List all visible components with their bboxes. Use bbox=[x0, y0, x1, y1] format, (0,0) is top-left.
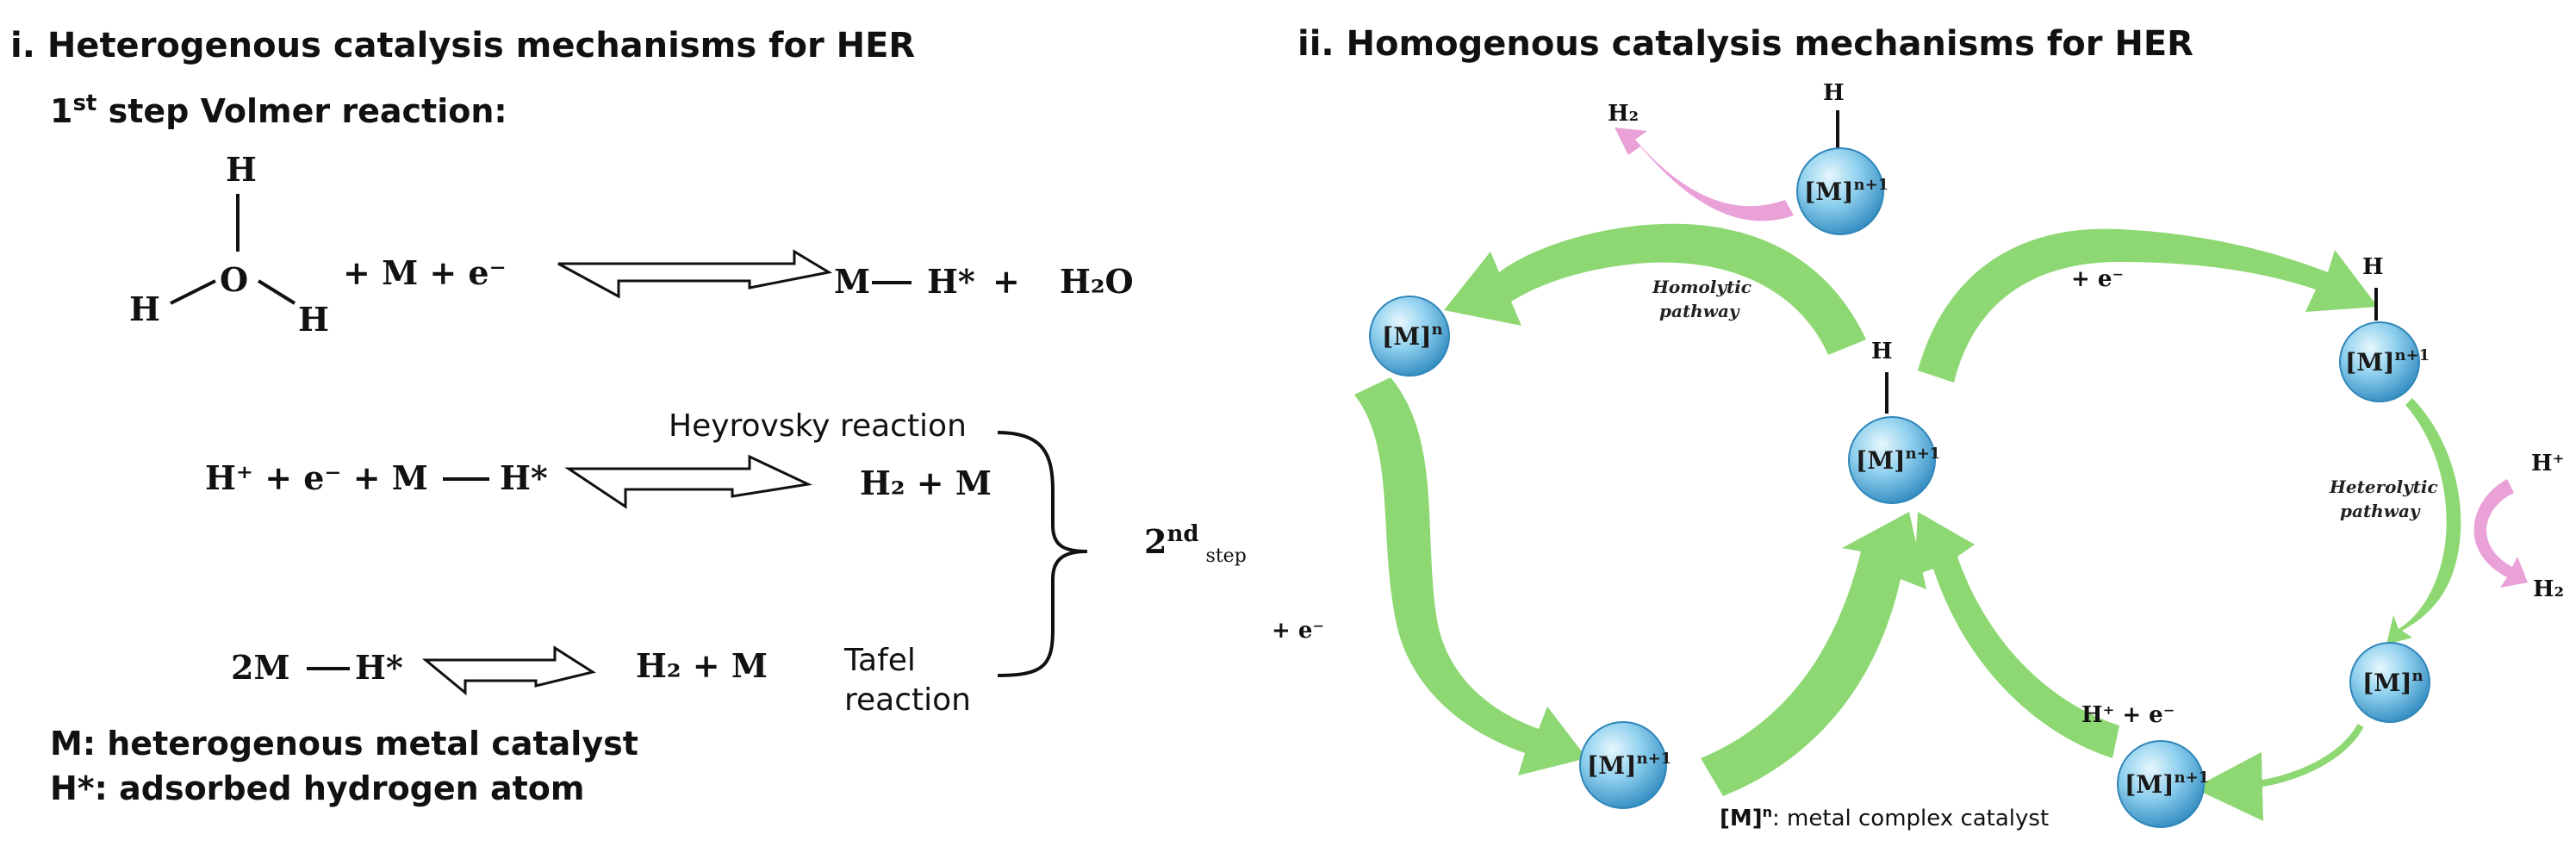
second-step-brace bbox=[997, 431, 1088, 677]
complex-center: H [M]n+1 bbox=[1848, 339, 1940, 504]
label-hplus-e: H⁺ + e⁻ bbox=[2081, 702, 2175, 728]
complex-top: H [M]n+1 bbox=[1796, 80, 1888, 235]
svg-text:[M]n: [M]n bbox=[1382, 321, 1443, 351]
heyrovsky-product: H₂ + M bbox=[860, 464, 992, 502]
label-heterolytic-1: Heterolytic bbox=[2329, 476, 2438, 497]
equilibrium-arrow-tafel bbox=[421, 645, 596, 696]
complex-bottom-right: [M]n+1 bbox=[2117, 740, 2209, 828]
legend-adsorbed-hydrogen: H*: adsorbed hydrogen atom bbox=[50, 769, 584, 807]
label-electron-left: + e⁻ bbox=[1272, 618, 1324, 644]
tafel-label-1: Tafel bbox=[843, 643, 916, 678]
right-title: ii. Homogenous catalysis mechanisms for … bbox=[1297, 24, 2193, 64]
svg-text:[M]n+1: [M]n+1 bbox=[1856, 445, 1940, 475]
heyrovsky-label: Heyrovsky reaction bbox=[669, 408, 967, 444]
svg-text:[M]n+1: [M]n+1 bbox=[2345, 346, 2430, 377]
svg-text:H: H bbox=[2362, 254, 2384, 280]
volmer-plus: + bbox=[992, 262, 1020, 301]
water-molecule: H O H H bbox=[129, 150, 329, 339]
volmer-water: H₂O bbox=[1060, 262, 1134, 301]
label-heterolytic-2: pathway bbox=[2340, 501, 2421, 521]
tafel-label-2: reaction bbox=[844, 682, 971, 718]
legend-metal-catalyst: M: heterogenous metal catalyst bbox=[50, 725, 638, 763]
volmer-reactants: + M + e⁻ bbox=[343, 253, 507, 292]
footnote-metal-complex: [M]n: metal complex catalyst bbox=[1720, 804, 2049, 831]
water-h-right: H bbox=[298, 300, 329, 339]
equilibrium-arrow-volmer bbox=[557, 249, 833, 299]
svg-text:H: H bbox=[1871, 339, 1893, 364]
complex-bottom-left: [M]n+1 bbox=[1579, 721, 1671, 809]
pink-arrows bbox=[1615, 128, 2528, 588]
green-arrow-thin bbox=[2193, 724, 2364, 821]
left-title: i. Heterogenous catalysis mechanisms for… bbox=[10, 26, 915, 65]
step2-label: 2ndstep bbox=[1144, 521, 1247, 567]
tafel-product: H₂ + M bbox=[636, 646, 768, 685]
complex-left: [M]n bbox=[1369, 296, 1450, 377]
complex-right-top: H [M]n+1 bbox=[2339, 254, 2430, 402]
svg-text:[M]n+1: [M]n+1 bbox=[1804, 176, 1888, 206]
label-h2-right: H₂ bbox=[2533, 576, 2564, 602]
equilibrium-arrow-heyrovsky bbox=[564, 454, 813, 509]
tafel-reactant-h: H* bbox=[355, 648, 403, 687]
label-h2-top: H₂ bbox=[1608, 101, 1639, 127]
water-h-top: H bbox=[226, 150, 257, 189]
green-cycle-arrows bbox=[1354, 223, 2461, 796]
label-homolytic-2: pathway bbox=[1659, 301, 1740, 321]
volmer-product-h: H* bbox=[927, 262, 975, 301]
svg-text:[M]n+1: [M]n+1 bbox=[1587, 750, 1671, 780]
step1-label: 1st step Volmer reaction: bbox=[50, 90, 507, 130]
svg-text:[M]n+1: [M]n+1 bbox=[2125, 769, 2209, 799]
svg-text:H: H bbox=[1823, 80, 1845, 106]
volmer-product-m: M bbox=[834, 262, 870, 301]
heyrovsky-reactants: H⁺ + e⁻ + M bbox=[205, 458, 428, 497]
heyrovsky-adsorbed: H* bbox=[500, 458, 548, 497]
label-homolytic-1: Homolytic bbox=[1652, 277, 1752, 297]
label-hplus-right: H⁺ bbox=[2531, 451, 2564, 476]
svg-text:[M]n: [M]n bbox=[2362, 667, 2424, 697]
water-h-left: H bbox=[129, 290, 160, 328]
water-o: O bbox=[220, 260, 248, 299]
tafel-reactant-m: 2M bbox=[231, 648, 290, 687]
label-electron-top: + e⁻ bbox=[2071, 266, 2124, 292]
complex-right-mid: [M]n bbox=[2349, 642, 2430, 723]
